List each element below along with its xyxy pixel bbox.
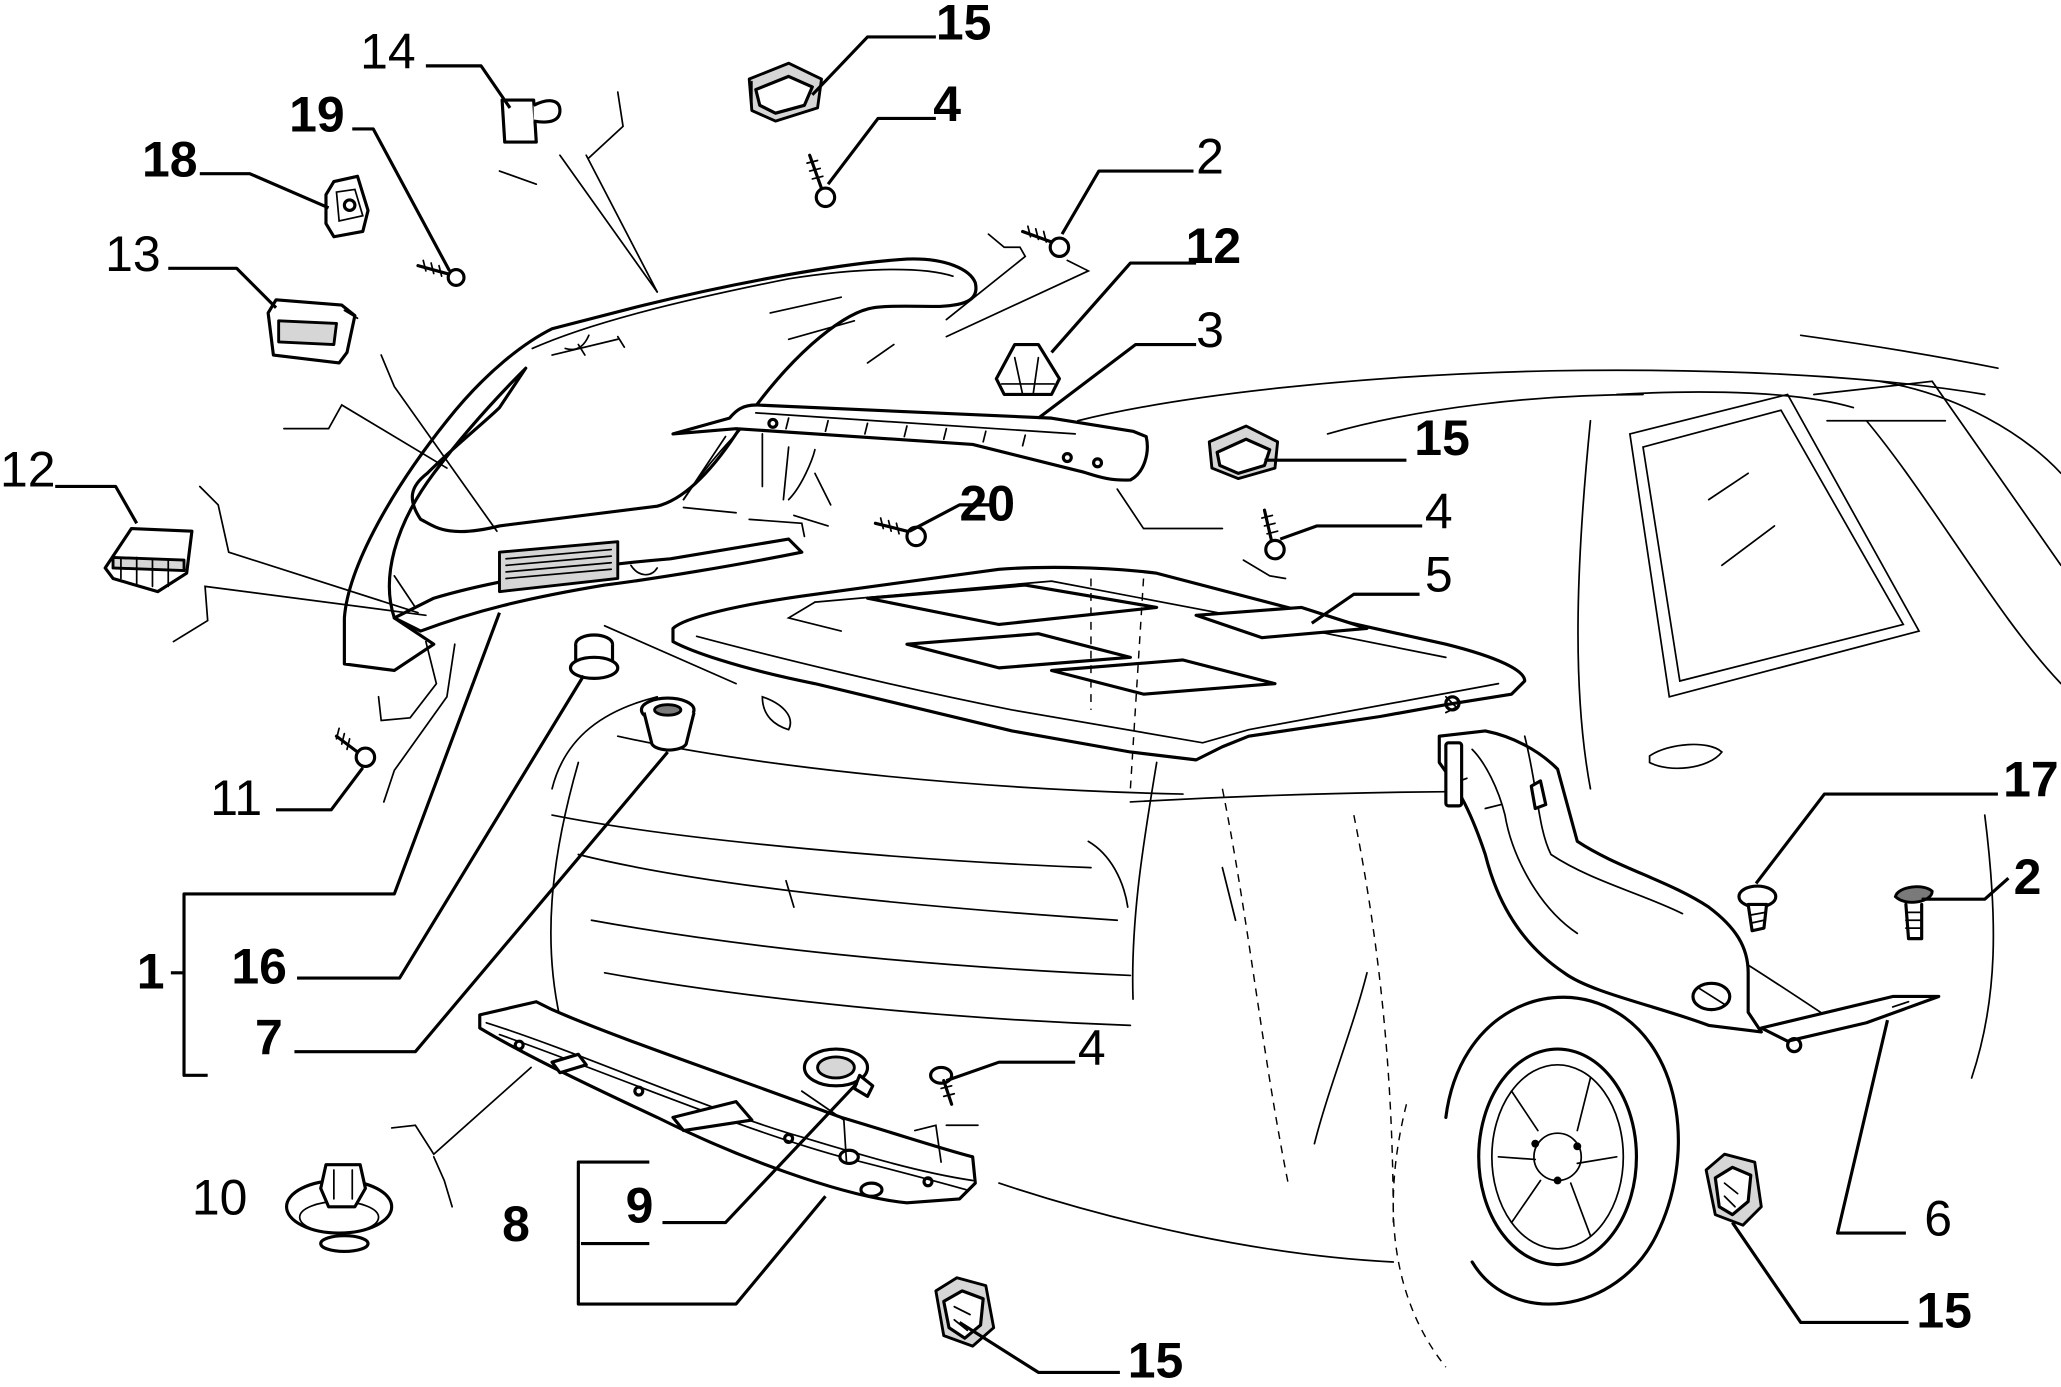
part-13-buckle bbox=[266, 298, 359, 365]
part-7-bump-stop bbox=[639, 696, 696, 752]
callout-15-right: 15 bbox=[1916, 1283, 1972, 1339]
callout-16: 16 bbox=[231, 938, 287, 994]
callout-7: 7 bbox=[255, 1009, 283, 1065]
part-10-fastener bbox=[284, 1163, 394, 1254]
callout-4-mid: 4 bbox=[1425, 484, 1453, 540]
callout-15-mid: 15 bbox=[1414, 410, 1470, 466]
part-2-screw-top bbox=[1021, 225, 1071, 259]
leader-lines bbox=[55, 35, 2010, 1374]
callout-2-right: 2 bbox=[2014, 849, 2042, 905]
callout-6: 6 bbox=[1924, 1191, 1952, 1247]
callout-11: 11 bbox=[210, 770, 262, 826]
rear-wheel bbox=[1392, 995, 1680, 1368]
part-16-grommet bbox=[568, 633, 620, 680]
part-20-screw bbox=[873, 517, 927, 548]
callout-18: 18 bbox=[142, 131, 198, 187]
callout-17: 17 bbox=[2003, 752, 2059, 808]
part-5-parcel-shelf bbox=[671, 565, 1527, 789]
part-17-push-pin bbox=[1737, 884, 1778, 933]
part-15-clip-top bbox=[747, 61, 823, 123]
part-14-retainer bbox=[500, 98, 562, 144]
part-6-quarter-trim bbox=[1437, 729, 1941, 1054]
callout-14: 14 bbox=[360, 23, 416, 79]
callout-12-top: 12 bbox=[1186, 218, 1242, 274]
callout-10: 10 bbox=[192, 1170, 248, 1226]
callout-4-bottom: 4 bbox=[1078, 1020, 1106, 1076]
part-15-clip-mid bbox=[1207, 424, 1280, 481]
part-12-bracket-left bbox=[103, 526, 194, 594]
callout-5: 5 bbox=[1425, 547, 1453, 603]
callout-4-top: 4 bbox=[933, 76, 961, 132]
part-12-clip-top bbox=[994, 342, 1061, 397]
part-4-screw-bottom bbox=[929, 1065, 956, 1106]
callout-15-bottom: 15 bbox=[1128, 1333, 1184, 1387]
callout-15-top: 15 bbox=[936, 0, 992, 51]
part-2-screw-right bbox=[1893, 885, 1934, 941]
callout-8: 8 bbox=[502, 1196, 530, 1252]
part-19-screw bbox=[416, 259, 466, 287]
part-1-tailgate-trim bbox=[342, 257, 978, 673]
callout-1: 1 bbox=[137, 944, 165, 1000]
part-15-clip-bottom bbox=[934, 1276, 996, 1348]
part-18-nut-clip bbox=[324, 174, 370, 239]
callout-2-top: 2 bbox=[1196, 129, 1224, 185]
car-body-outline bbox=[550, 334, 2061, 1263]
callout-12-left: 12 bbox=[0, 441, 56, 497]
part-4-screw-mid bbox=[1260, 508, 1286, 561]
callout-19: 19 bbox=[289, 87, 345, 143]
part-9-round-clip bbox=[802, 1047, 875, 1098]
part-11-screw bbox=[334, 727, 377, 769]
callout-3: 3 bbox=[1196, 302, 1224, 358]
callout-9: 9 bbox=[626, 1178, 654, 1234]
callout-13: 13 bbox=[105, 226, 161, 282]
part-8-lower-trim bbox=[478, 1000, 977, 1205]
part-3-side-trim bbox=[671, 403, 1149, 482]
part-15-clip-right bbox=[1704, 1152, 1763, 1227]
callout-20: 20 bbox=[960, 476, 1016, 532]
part-4-screw-top bbox=[806, 153, 837, 209]
